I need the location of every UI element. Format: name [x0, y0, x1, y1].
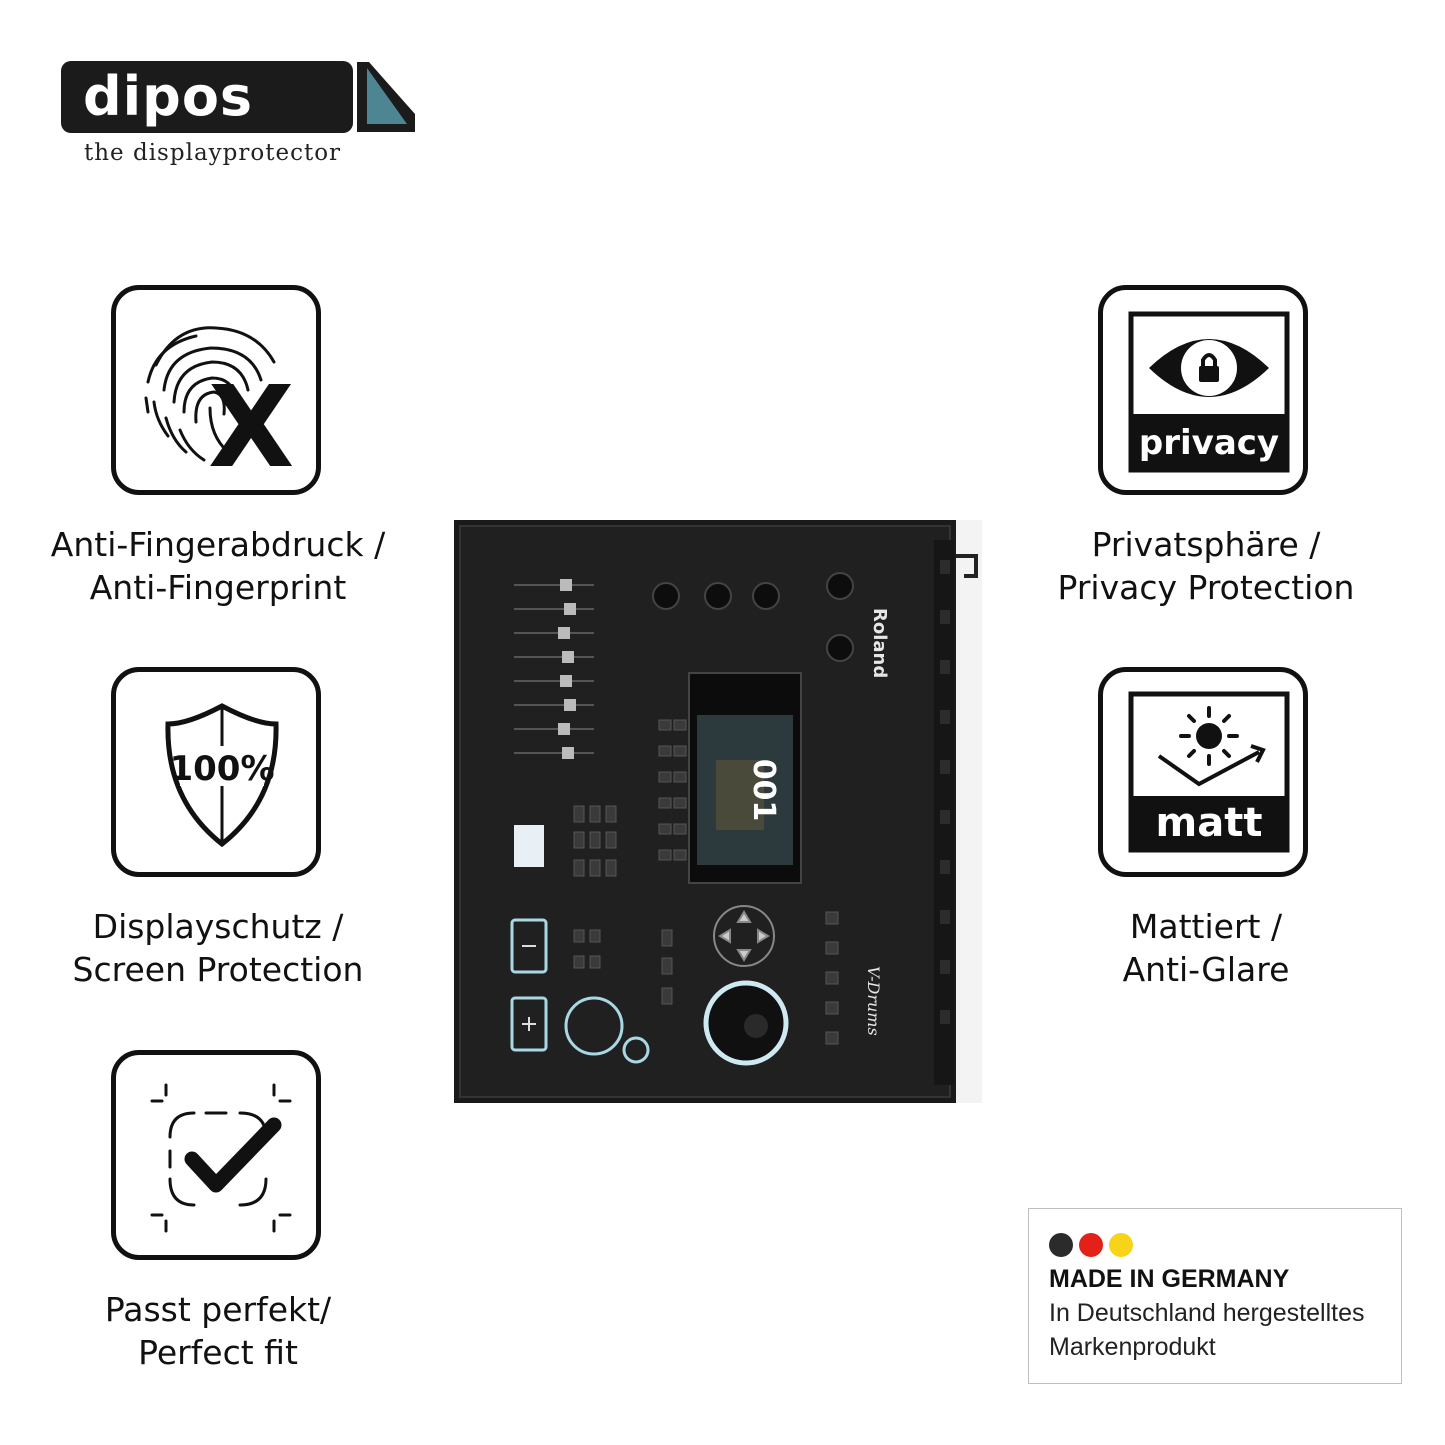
- feature-screen-protection: 100%: [111, 667, 321, 877]
- caption-screen-protection: Displayschutz / Screen Protection: [8, 905, 428, 991]
- made-in-germany-badge: MADE IN GERMANY In Deutschland hergestel…: [1028, 1208, 1402, 1384]
- feature-anti-fingerprint: X: [111, 285, 321, 495]
- fingerprint-x-icon: X: [144, 326, 294, 490]
- feature-perfect-fit: [111, 1050, 321, 1260]
- svg-text:X: X: [208, 363, 294, 490]
- caption-privacy: Privatsphäre / Privacy Protection: [996, 523, 1416, 609]
- caption-line-2: Anti-Glare: [1122, 950, 1290, 989]
- drum-module-image: 001 Roland V-Drums: [454, 520, 982, 1103]
- sun-matt-icon: matt: [1128, 691, 1290, 853]
- screen-number: 001: [746, 759, 781, 822]
- privacy-label: privacy: [1139, 423, 1279, 463]
- privacy-eye-lock-icon: privacy: [1128, 311, 1290, 473]
- caption-line-1: Displayschutz /: [92, 907, 344, 946]
- caption-line-1: Anti-Fingerabdruck /: [50, 525, 386, 564]
- device-series-label: V-Drums: [864, 966, 883, 1036]
- feature-privacy: privacy: [1098, 285, 1308, 495]
- caption-line-1: Mattiert /: [1129, 907, 1283, 946]
- caption-anti-fingerprint: Anti-Fingerabdruck / Anti-Fingerprint: [8, 523, 428, 609]
- caption-line-1: Privatsphäre /: [1091, 525, 1321, 564]
- badge-line-2: Markenprodukt: [1049, 1333, 1216, 1361]
- fader-bank: [514, 579, 594, 759]
- device-brand-label: Roland: [869, 608, 890, 678]
- caption-line-2: Perfect fit: [138, 1333, 298, 1372]
- feature-matt: matt: [1098, 667, 1308, 877]
- logo-tagline: the displayprotector: [84, 140, 342, 166]
- flag-dot-red: [1079, 1233, 1103, 1257]
- matt-label: matt: [1156, 800, 1263, 846]
- shield-100-icon: 100%: [165, 703, 279, 848]
- badge-line-1: In Deutschland hergestelltes: [1049, 1299, 1365, 1327]
- caption-line-2: Privacy Protection: [1057, 568, 1355, 607]
- caption-line-2: Screen Protection: [72, 950, 364, 989]
- badge-title: MADE IN GERMANY: [1049, 1265, 1290, 1293]
- shield-label: 100%: [169, 749, 274, 789]
- caption-line-1: Passt perfekt/: [104, 1290, 332, 1329]
- perfect-fit-check-icon: [150, 1083, 292, 1233]
- peel-corner-icon: [357, 62, 415, 132]
- logo-text: dipos: [83, 65, 254, 128]
- caption-line-2: Anti-Fingerprint: [89, 568, 347, 607]
- caption-perfect-fit: Passt perfekt/ Perfect fit: [8, 1288, 428, 1374]
- logo-box: dipos: [61, 61, 353, 133]
- flag-dot-black: [1049, 1233, 1073, 1257]
- dipos-logo: dipos: [61, 61, 415, 133]
- caption-matt: Mattiert / Anti-Glare: [996, 905, 1416, 991]
- flag-dot-gold: [1109, 1233, 1133, 1257]
